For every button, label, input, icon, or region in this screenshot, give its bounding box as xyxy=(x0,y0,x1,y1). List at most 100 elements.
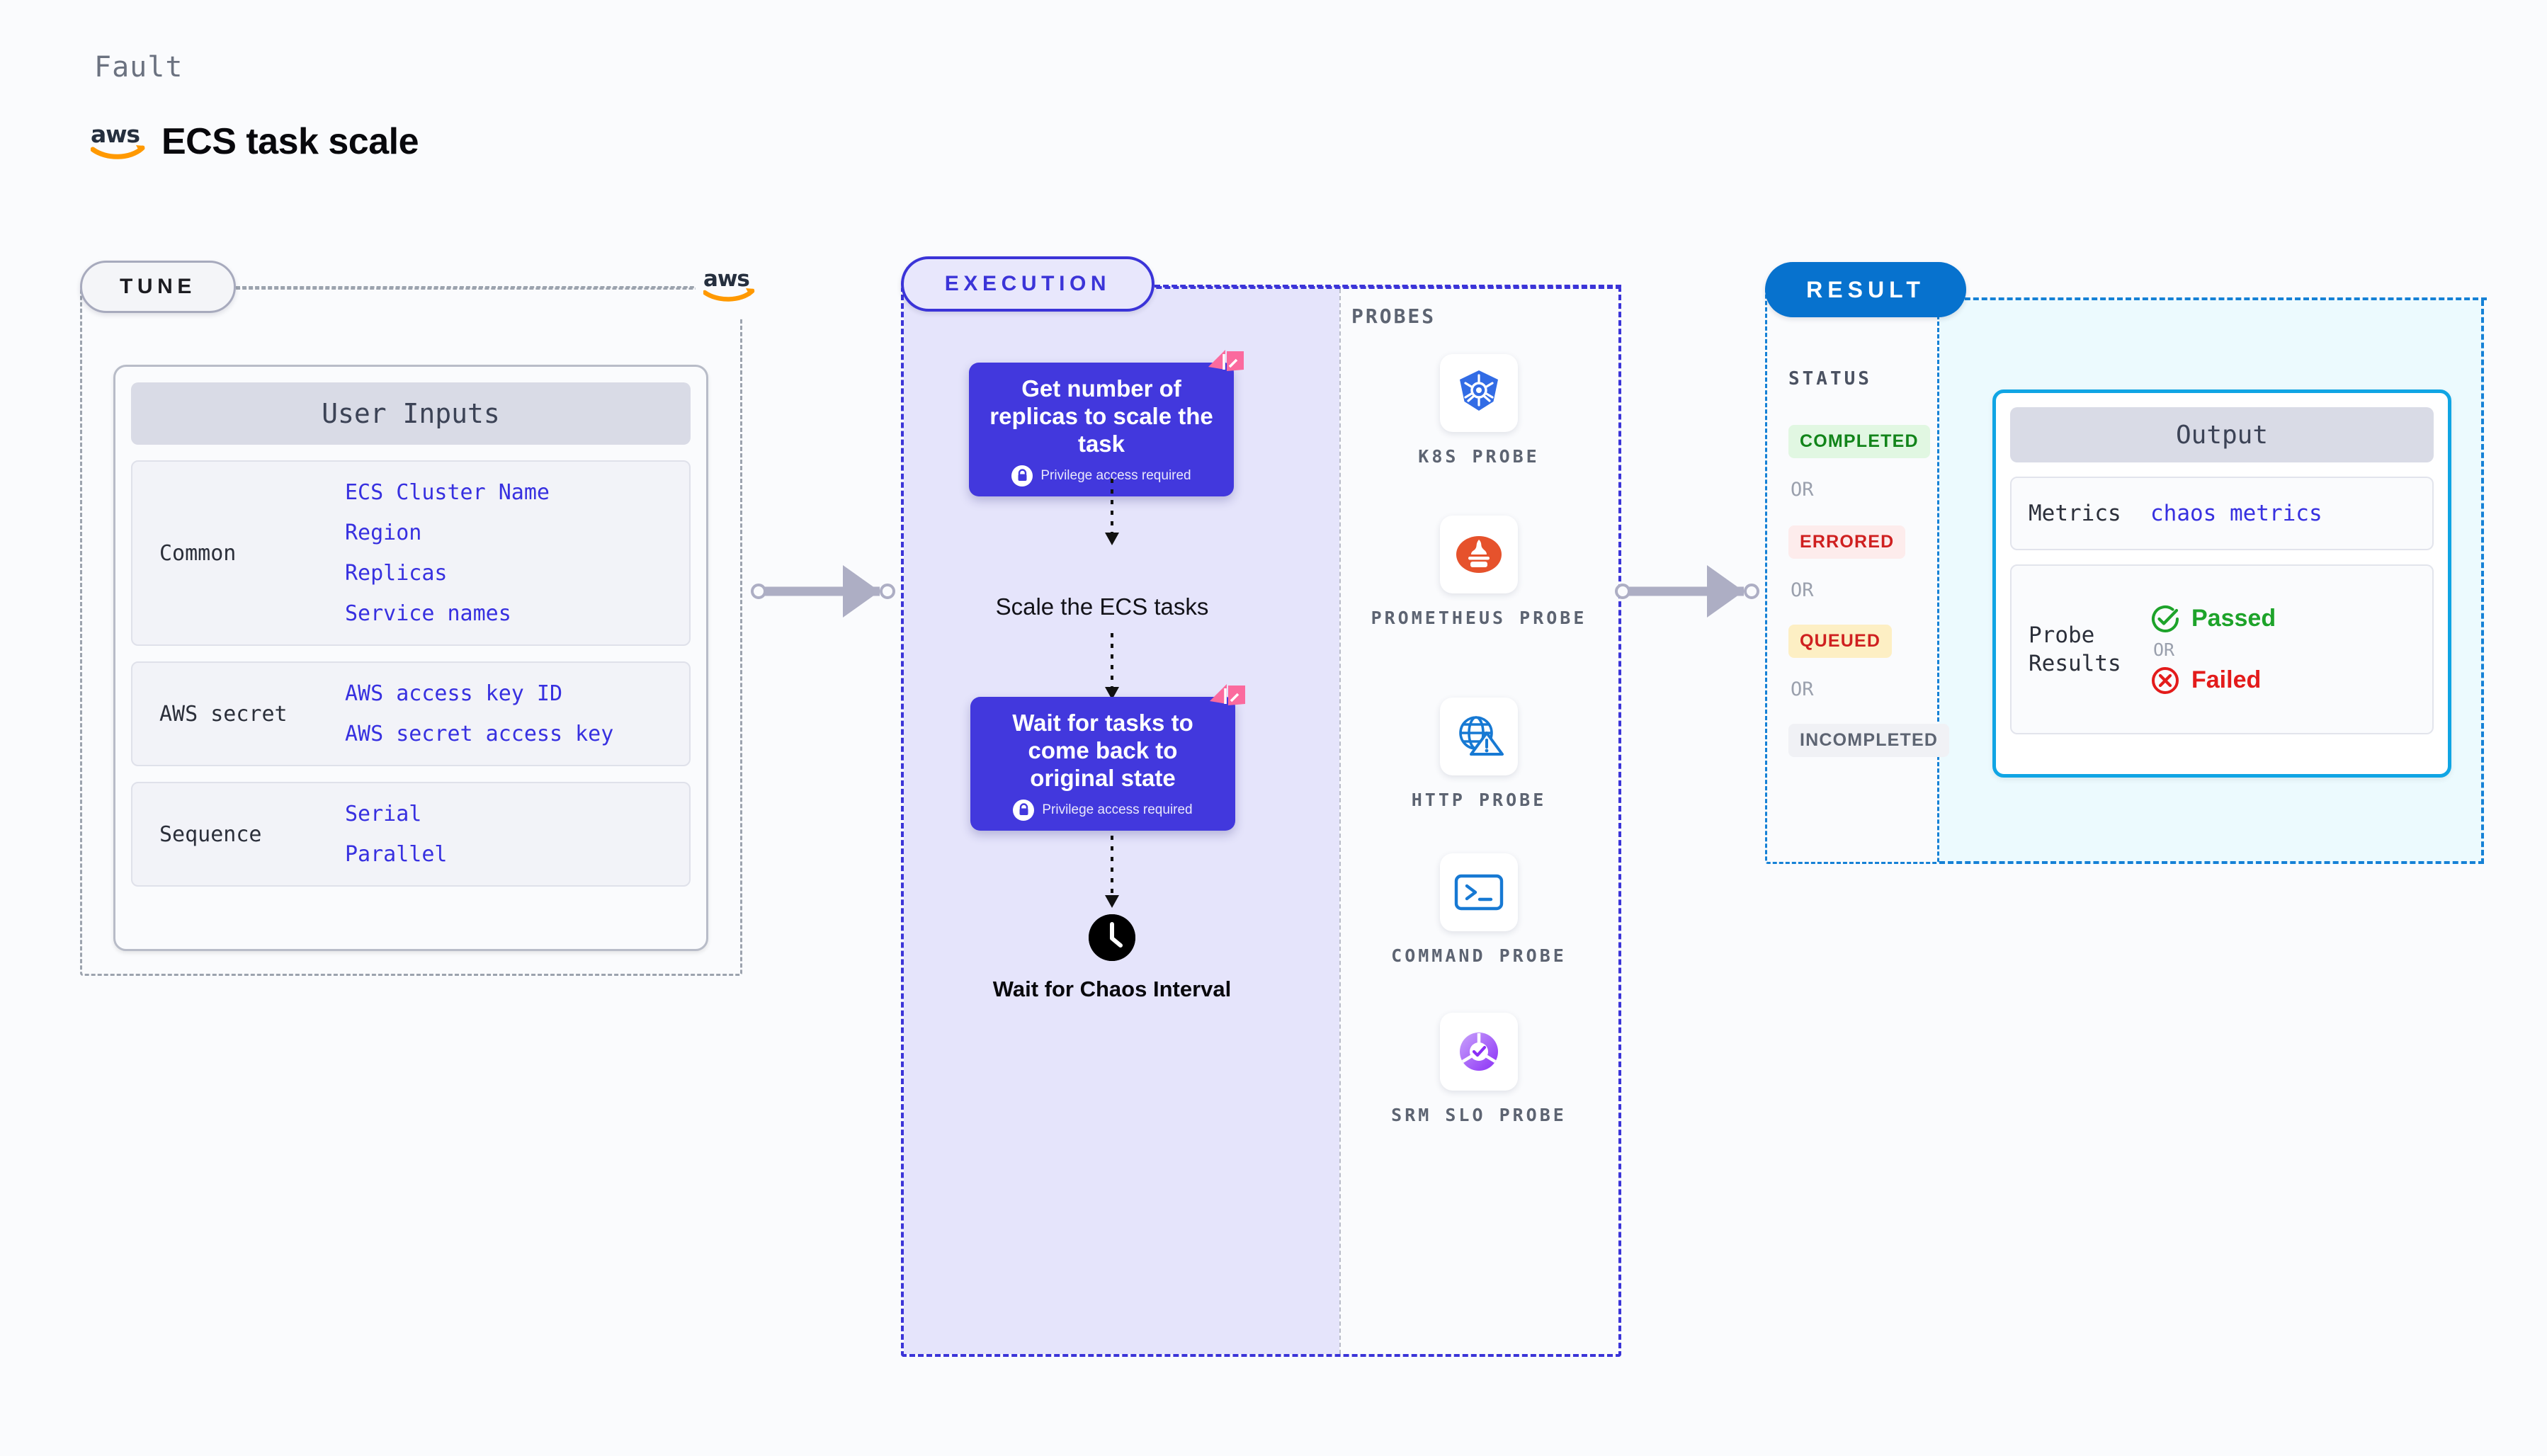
aws-logo-icon: aws xyxy=(703,266,755,302)
status-title: STATUS xyxy=(1788,368,1872,389)
kubernetes-icon xyxy=(1440,354,1518,432)
lock-icon xyxy=(1013,799,1035,821)
status-badge-errored: ERRORED xyxy=(1788,525,1906,559)
input-field-region[interactable]: Region xyxy=(345,521,422,545)
connector-dot-end xyxy=(1744,584,1759,599)
user-inputs-title: User Inputs xyxy=(131,382,691,445)
execution-step-card-1[interactable]: Get number of replicas to scale the task… xyxy=(969,350,1244,496)
result-status-column xyxy=(1765,286,1939,864)
svg-text:aws: aws xyxy=(91,121,140,148)
probes-background xyxy=(1339,289,1618,1354)
input-group-label: Sequence xyxy=(159,821,262,847)
output-probe-results-label: Probe Results xyxy=(2029,622,2121,676)
input-group-sequence: Sequence Serial Parallel xyxy=(131,782,691,887)
http-globe-warning-icon xyxy=(1440,698,1518,775)
input-field-aws-secret-access-key[interactable]: AWS secret access key xyxy=(345,722,614,746)
probes-title: PROBES xyxy=(1351,305,1436,328)
status-badge-incompleted: INCOMPLETED xyxy=(1788,724,1950,757)
step-title: Wait for tasks to come back to original … xyxy=(1012,710,1193,791)
connector-dot-start xyxy=(751,584,766,599)
lock-icon-svg xyxy=(1019,803,1028,816)
probe-result-or: OR xyxy=(2153,639,2175,660)
probe-result-failed-label: Failed xyxy=(2191,666,2262,693)
tune-panel xyxy=(80,288,742,976)
page-title-row: aws ECS task scale xyxy=(90,120,419,163)
input-field-ecs-cluster-name[interactable]: ECS Cluster Name xyxy=(345,480,550,505)
input-group-label: Common xyxy=(159,540,237,566)
output-title: Output xyxy=(2010,407,2434,462)
status-badge-completed: COMPLETED xyxy=(1788,425,1930,458)
prometheus-icon xyxy=(1440,516,1518,593)
check-circle-icon xyxy=(2152,605,2179,632)
execution-arrow-1 xyxy=(1105,479,1119,545)
svg-text:aws: aws xyxy=(703,266,749,292)
probe-label: HTTP PROBE xyxy=(1411,790,1547,810)
lock-icon-svg xyxy=(1018,469,1027,482)
page-kicker: Fault xyxy=(94,51,183,84)
probe-item-k8s[interactable]: K8S PROBE xyxy=(1339,354,1618,469)
kubernetes-icon-svg xyxy=(1460,370,1498,411)
input-field-parallel[interactable]: Parallel xyxy=(345,842,448,867)
fault-flag-icon xyxy=(1210,684,1245,705)
tune-top-connector-line xyxy=(236,286,739,288)
input-field-aws-access-key-id[interactable]: AWS access key ID xyxy=(345,681,563,706)
connector-dot-end xyxy=(880,584,895,599)
aws-logo-icon: aws xyxy=(90,120,146,163)
user-inputs-card: User Inputs Common ECS Cluster Name Regi… xyxy=(113,365,708,951)
input-field-service-names[interactable]: Service names xyxy=(345,601,511,626)
probe-item-prometheus[interactable]: PROMETHEUS PROBE xyxy=(1339,516,1618,630)
execution-top-connector-line xyxy=(1155,285,1621,288)
probe-item-srm-slo[interactable]: SRM SLO PROBE xyxy=(1339,1013,1618,1127)
aws-provider-badge: aws xyxy=(696,251,764,318)
probe-result-failed: Failed xyxy=(2150,666,2276,695)
tune-pill[interactable]: TUNE xyxy=(80,261,236,313)
probe-label: K8S PROBE xyxy=(1418,446,1540,467)
input-group-common: Common ECS Cluster Name Region Replicas … xyxy=(131,460,691,646)
execution-pill[interactable]: EXECUTION xyxy=(901,256,1155,312)
status-or-1: OR xyxy=(1791,479,1814,501)
clock-icon-svg xyxy=(1089,914,1135,961)
result-pill[interactable]: RESULT xyxy=(1765,262,1966,317)
probe-label: PROMETHEUS PROBE xyxy=(1371,608,1587,628)
probe-result-passed: Passed xyxy=(2150,604,2276,634)
lock-icon xyxy=(1011,465,1033,487)
terminal-icon xyxy=(1440,853,1518,931)
output-metrics-value[interactable]: chaos metrics xyxy=(2150,501,2322,526)
execution-middle-label: Scale the ECS tasks xyxy=(995,593,1209,620)
output-row-metrics: Metrics chaos metrics xyxy=(2010,477,2434,550)
output-card: Output Metrics chaos metrics Probe Resul… xyxy=(1992,389,2451,778)
status-or-2: OR xyxy=(1791,579,1814,601)
wait-for-chaos-interval-label: Wait for Chaos Interval xyxy=(992,977,1232,1001)
probe-result-passed-label: Passed xyxy=(2191,605,2276,632)
input-group-values: AWS access key ID AWS secret access key xyxy=(345,663,613,765)
connector-arrowhead xyxy=(1707,565,1744,618)
input-group-values: Serial Parallel xyxy=(345,783,448,885)
result-top-connector-line xyxy=(1939,297,2487,300)
input-group-aws-secret: AWS secret AWS access key ID AWS secret … xyxy=(131,661,691,766)
http-globe-warning-icon-svg xyxy=(1459,716,1504,756)
step-title: Get number of replicas to scale the task xyxy=(989,375,1213,457)
probe-item-command[interactable]: COMMAND PROBE xyxy=(1339,853,1618,968)
execution-arrow-2 xyxy=(1105,633,1119,700)
step-privilege-note: Privilege access required xyxy=(985,465,1218,487)
terminal-icon-svg xyxy=(1454,874,1504,911)
output-probe-results-values: Passed OR Failed xyxy=(2150,588,2276,711)
srm-slo-icon-svg xyxy=(1460,1033,1498,1071)
probe-label: SRM SLO PROBE xyxy=(1391,1105,1567,1125)
status-or-3: OR xyxy=(1791,678,1814,700)
input-field-replicas[interactable]: Replicas xyxy=(345,561,448,586)
probes-divider xyxy=(1339,289,1341,1354)
page-title: ECS task scale xyxy=(161,121,419,162)
aws-logo-svg: aws xyxy=(90,120,145,159)
clock-icon xyxy=(1089,914,1135,961)
probe-label: COMMAND PROBE xyxy=(1391,945,1567,966)
prometheus-icon-svg xyxy=(1456,536,1502,573)
connector-execution-to-result xyxy=(1615,565,1771,618)
input-group-values: ECS Cluster Name Region Replicas Service… xyxy=(345,462,550,644)
probe-item-http[interactable]: HTTP PROBE xyxy=(1339,698,1618,812)
input-group-label: AWS secret xyxy=(159,701,288,727)
input-field-serial[interactable]: Serial xyxy=(345,802,422,826)
step-privilege-text: Privilege access required xyxy=(1040,467,1191,483)
connector-arrowhead xyxy=(843,565,880,618)
execution-step-card-2[interactable]: Wait for tasks to come back to original … xyxy=(970,684,1245,831)
